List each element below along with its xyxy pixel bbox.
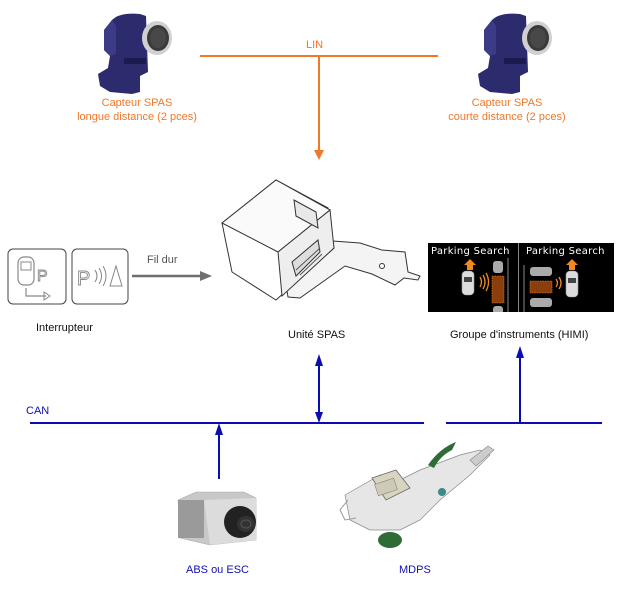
hardwire-connection (132, 271, 212, 281)
spas-can-arrow-down (315, 412, 323, 423)
car-icon-2 (565, 270, 579, 298)
sensor-long-label-line1: Capteur SPAS (101, 97, 173, 109)
can-label: CAN (26, 405, 50, 417)
cluster-left-title: Parking Search (431, 246, 510, 257)
lin-bus (200, 55, 438, 160)
parking-slot-icon (491, 275, 505, 304)
lin-arrow-head (314, 150, 324, 160)
switch-label: Interrupteur (36, 322, 93, 334)
right-panel-graphic (523, 259, 579, 312)
can-bus (30, 346, 602, 479)
forward-arrow-icon (464, 259, 476, 270)
cluster-label: Groupe d'instruments (HIMI) (450, 329, 589, 341)
lin-label: LIN (306, 39, 324, 51)
cluster-right-title: Parking Search (526, 246, 605, 257)
spas-can-arrow-up (315, 354, 323, 366)
parking-sensor-button-icon[interactable]: P (71, 248, 129, 305)
svg-text:P: P (37, 268, 48, 285)
abs-label: ABS ou ESC (186, 564, 249, 576)
svg-text:P: P (77, 268, 90, 290)
sensor-wave-icon (479, 272, 490, 292)
parking-search-graphics (461, 258, 579, 312)
left-panel-graphic (461, 258, 509, 312)
sensor-short-label-line2: courte distance (2 pces) (448, 111, 566, 123)
parking-slot-icon-2 (529, 280, 553, 294)
hardwire-arrow-head (200, 271, 212, 281)
sensor-long-label-line2: longue distance (2 pces) (77, 111, 197, 123)
forward-arrow-icon-2 (566, 259, 578, 270)
hardwire-label: Fil dur (147, 254, 178, 266)
parking-assist-button-icon[interactable]: P (7, 248, 67, 305)
cluster-can-arrow-up (516, 346, 524, 358)
mdps-label: MDPS (399, 564, 431, 576)
cluster-display: Parking Search Parking Search (428, 243, 614, 312)
sensor-short-label-line1: Capteur SPAS (471, 97, 543, 109)
spas-unit-label: Unité SPAS (288, 329, 346, 341)
cluster-divider (518, 243, 519, 312)
abs-can-arrow-up (215, 423, 223, 435)
sensor-wave-icon-2 (555, 276, 562, 290)
